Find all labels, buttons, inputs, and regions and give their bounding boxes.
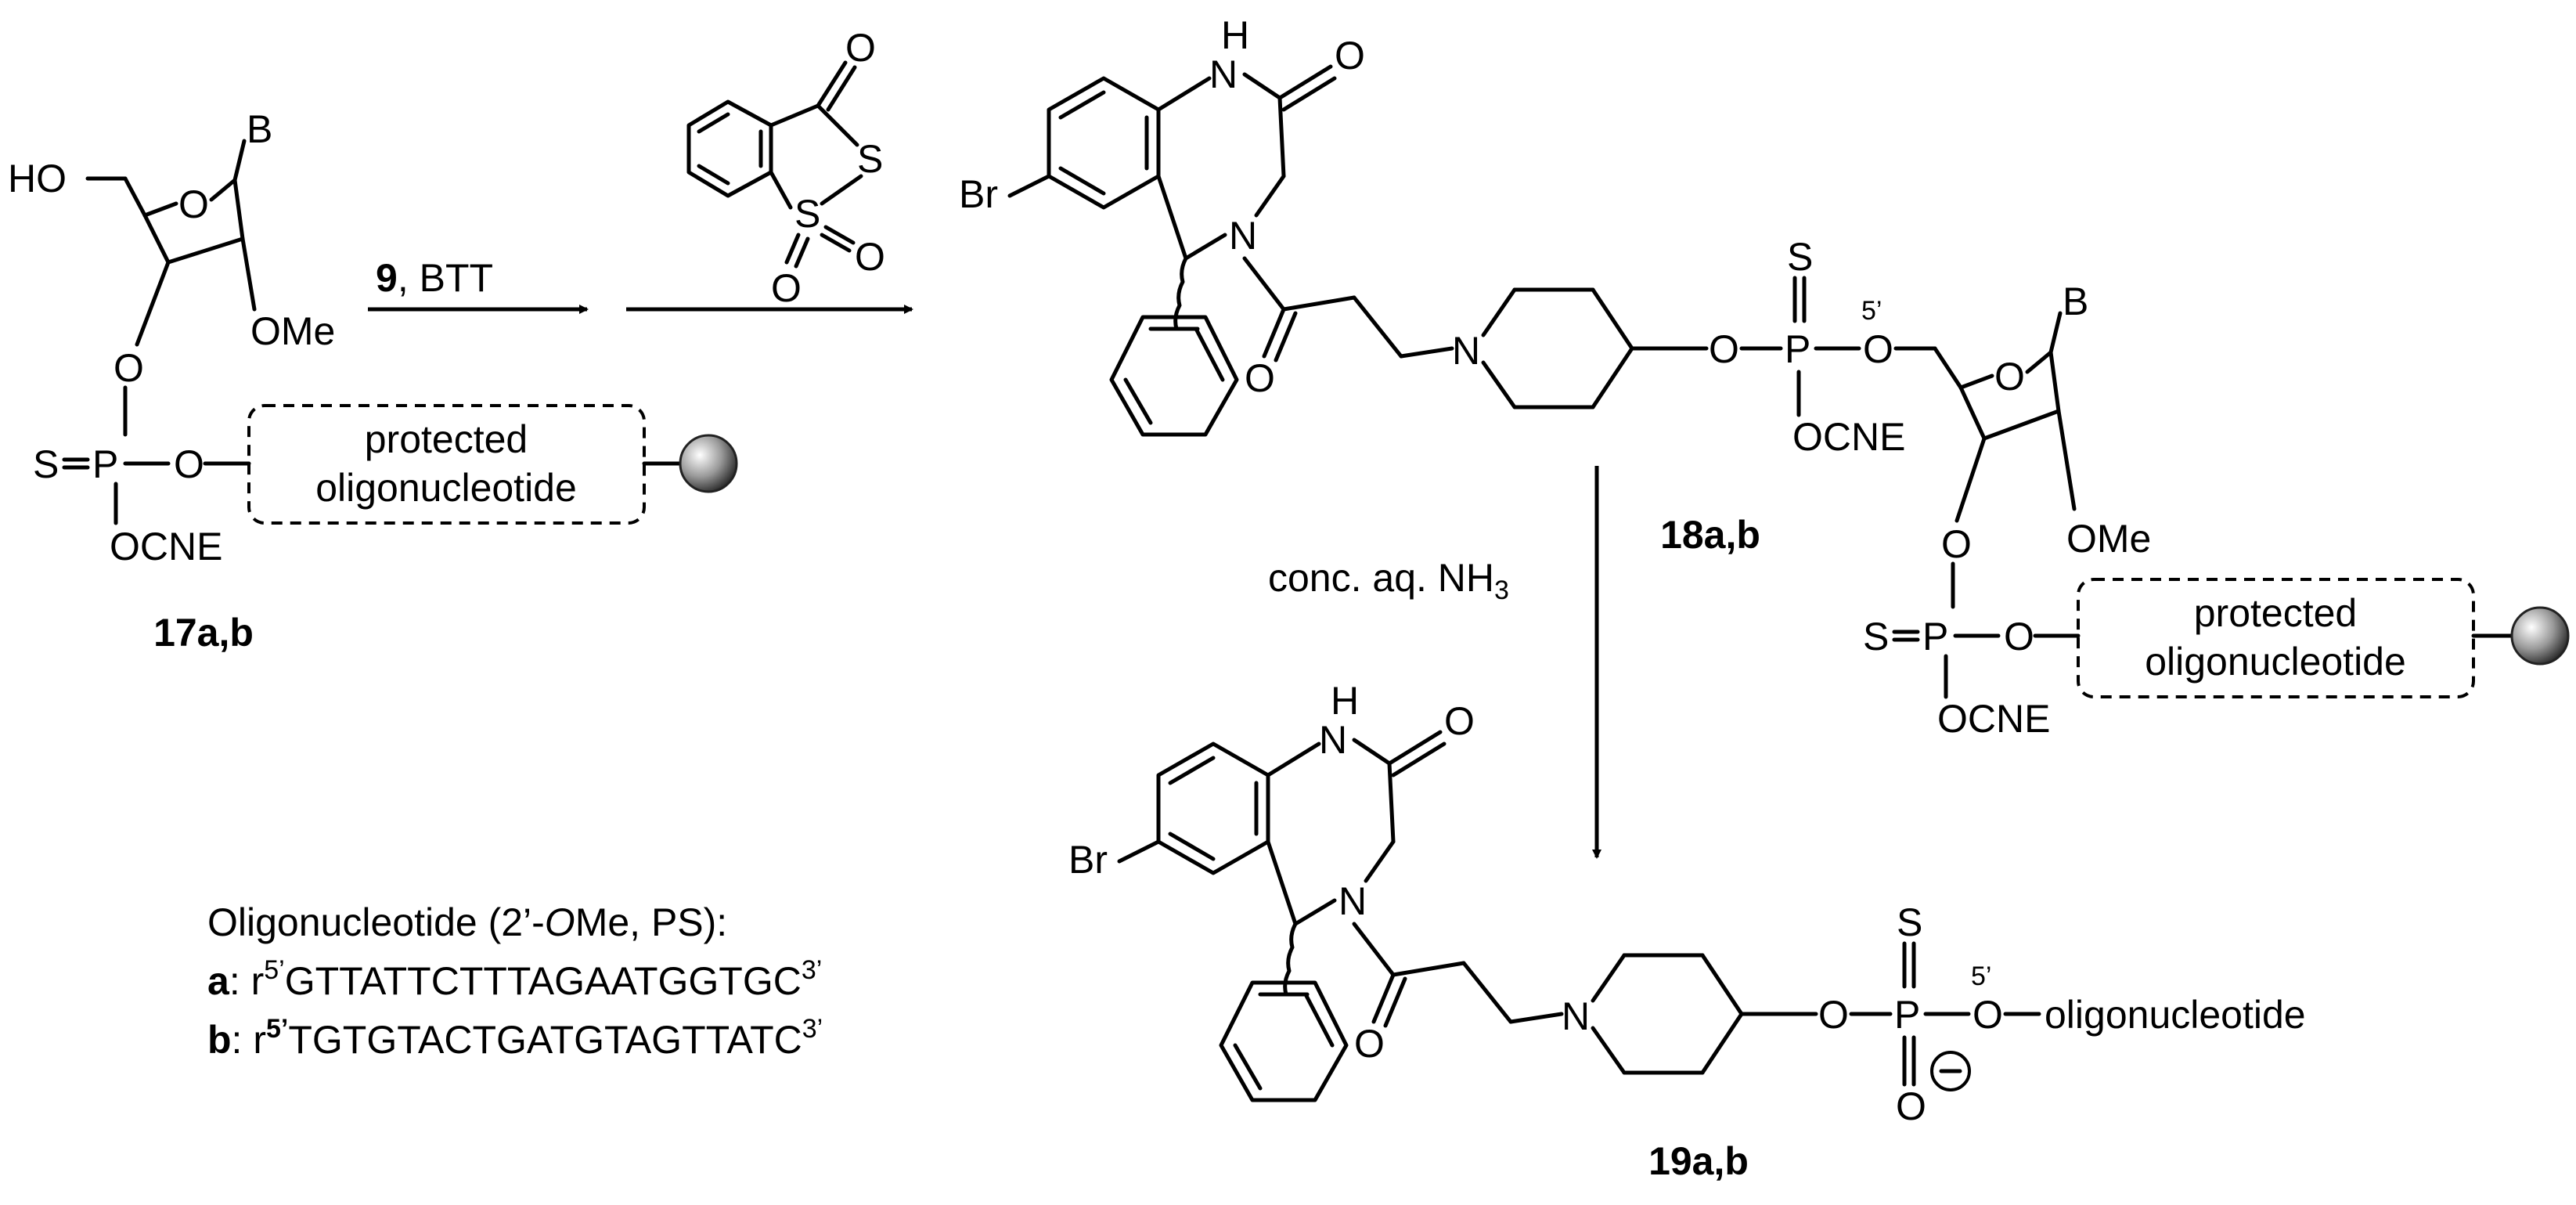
box18-text-2: oligonucleotide — [2145, 640, 2406, 684]
br-18: Br — [959, 172, 998, 216]
reagent-s1: S — [857, 137, 883, 181]
sequence-a: a: r5’GTTATTCTTTAGAATGGTGC3’ — [207, 955, 822, 1003]
n-pip-19: N — [1562, 994, 1590, 1038]
n-pip-18: N — [1452, 329, 1480, 373]
sequence-title: Oligonucleotide (2’-OMe, PS): — [207, 900, 727, 944]
prime5-18: 5’ — [1861, 296, 1882, 326]
o-link-18: O — [1709, 327, 1739, 371]
atom-ho: HO — [8, 157, 67, 200]
compound-17: HO O B OMe O S P O OCNE protected oligon… — [8, 107, 738, 568]
o-ester: O — [174, 442, 204, 486]
o-lactam-19: O — [1444, 699, 1475, 743]
solid-support-bead-18 — [2510, 606, 2570, 666]
label-18: 18a,b — [1660, 513, 1760, 557]
reagent-o3: O — [771, 266, 802, 310]
reagent-step1: 9, BTT — [376, 256, 493, 300]
reagent-o: O — [845, 26, 876, 70]
oligo-label-19: oligonucleotide — [2045, 993, 2306, 1037]
nh-18: N — [1209, 52, 1238, 96]
p2-18: P — [1922, 615, 1948, 658]
ocne2-18: OCNE — [1937, 697, 2050, 741]
reaction-arrow-2: conc. aq. NH3 — [1268, 466, 1601, 859]
base-b: B — [247, 107, 272, 151]
compound-19: Br N H O N O N O — [1068, 679, 2306, 1128]
protected-oligo-box-18 — [2077, 578, 2475, 698]
h-19: H — [1331, 679, 1359, 723]
h-18: H — [1221, 13, 1249, 57]
p-atom: P — [92, 442, 118, 486]
methoxy: OMe — [250, 309, 335, 353]
br-19: Br — [1068, 838, 1108, 882]
box18-text-1: protected — [2194, 591, 2357, 635]
ocne-18: OCNE — [1792, 415, 1905, 459]
negative-charge-icon — [1930, 1051, 1971, 1091]
reagent-s2: S — [794, 192, 820, 236]
o-amide-18: O — [1245, 356, 1275, 400]
o-amide-19: O — [1354, 1022, 1385, 1066]
box-text-2: oligonucleotide — [315, 466, 577, 510]
o-link-19: O — [1818, 993, 1849, 1037]
s2-18: S — [1863, 615, 1889, 658]
ring-o-18: O — [1994, 355, 2025, 399]
prime5-19: 5’ — [1971, 961, 1991, 991]
reagent-step3: conc. aq. NH3 — [1268, 556, 1509, 605]
o5-18: O — [1863, 327, 1893, 371]
nh-19: N — [1319, 718, 1347, 762]
protected-oligo-box-17 — [247, 404, 646, 525]
compound-18: Br N H O N O N — [959, 13, 2570, 741]
s-thio: S — [33, 442, 59, 486]
sulfurizing-reagent: O S S O O — [686, 26, 885, 310]
reagent-o2: O — [855, 235, 885, 279]
o5-19: O — [1973, 993, 2003, 1037]
ocne: OCNE — [110, 525, 222, 568]
solid-support-bead-17 — [679, 434, 738, 493]
p-18: P — [1785, 327, 1810, 371]
sequence-b: b: r5’TGTGTACTGATGTAGTTATC3’ — [207, 1014, 823, 1062]
ome-18: OMe — [2066, 517, 2151, 561]
label-19: 19a,b — [1648, 1139, 1749, 1183]
o-ester-18: O — [2004, 615, 2034, 658]
ring-oxygen: O — [178, 182, 209, 226]
s-18: S — [1787, 235, 1813, 279]
base-b-18: B — [2063, 280, 2088, 323]
sequence-legend: Oligonucleotide (2’-OMe, PS): a: r5’GTTA… — [207, 900, 823, 1062]
s-19: S — [1897, 900, 1922, 944]
n4-18: N — [1229, 214, 1257, 258]
n4-19: N — [1338, 879, 1367, 923]
o-3prime: O — [113, 346, 144, 390]
o3-18: O — [1941, 522, 1972, 566]
p-19: P — [1894, 993, 1920, 1037]
o-minus-19: O — [1896, 1084, 1926, 1128]
o-lactam-18: O — [1335, 34, 1365, 78]
reaction-arrow-1: 9, BTT — [368, 256, 913, 314]
label-17: 17a,b — [153, 611, 254, 655]
box-text-1: protected — [365, 417, 528, 461]
